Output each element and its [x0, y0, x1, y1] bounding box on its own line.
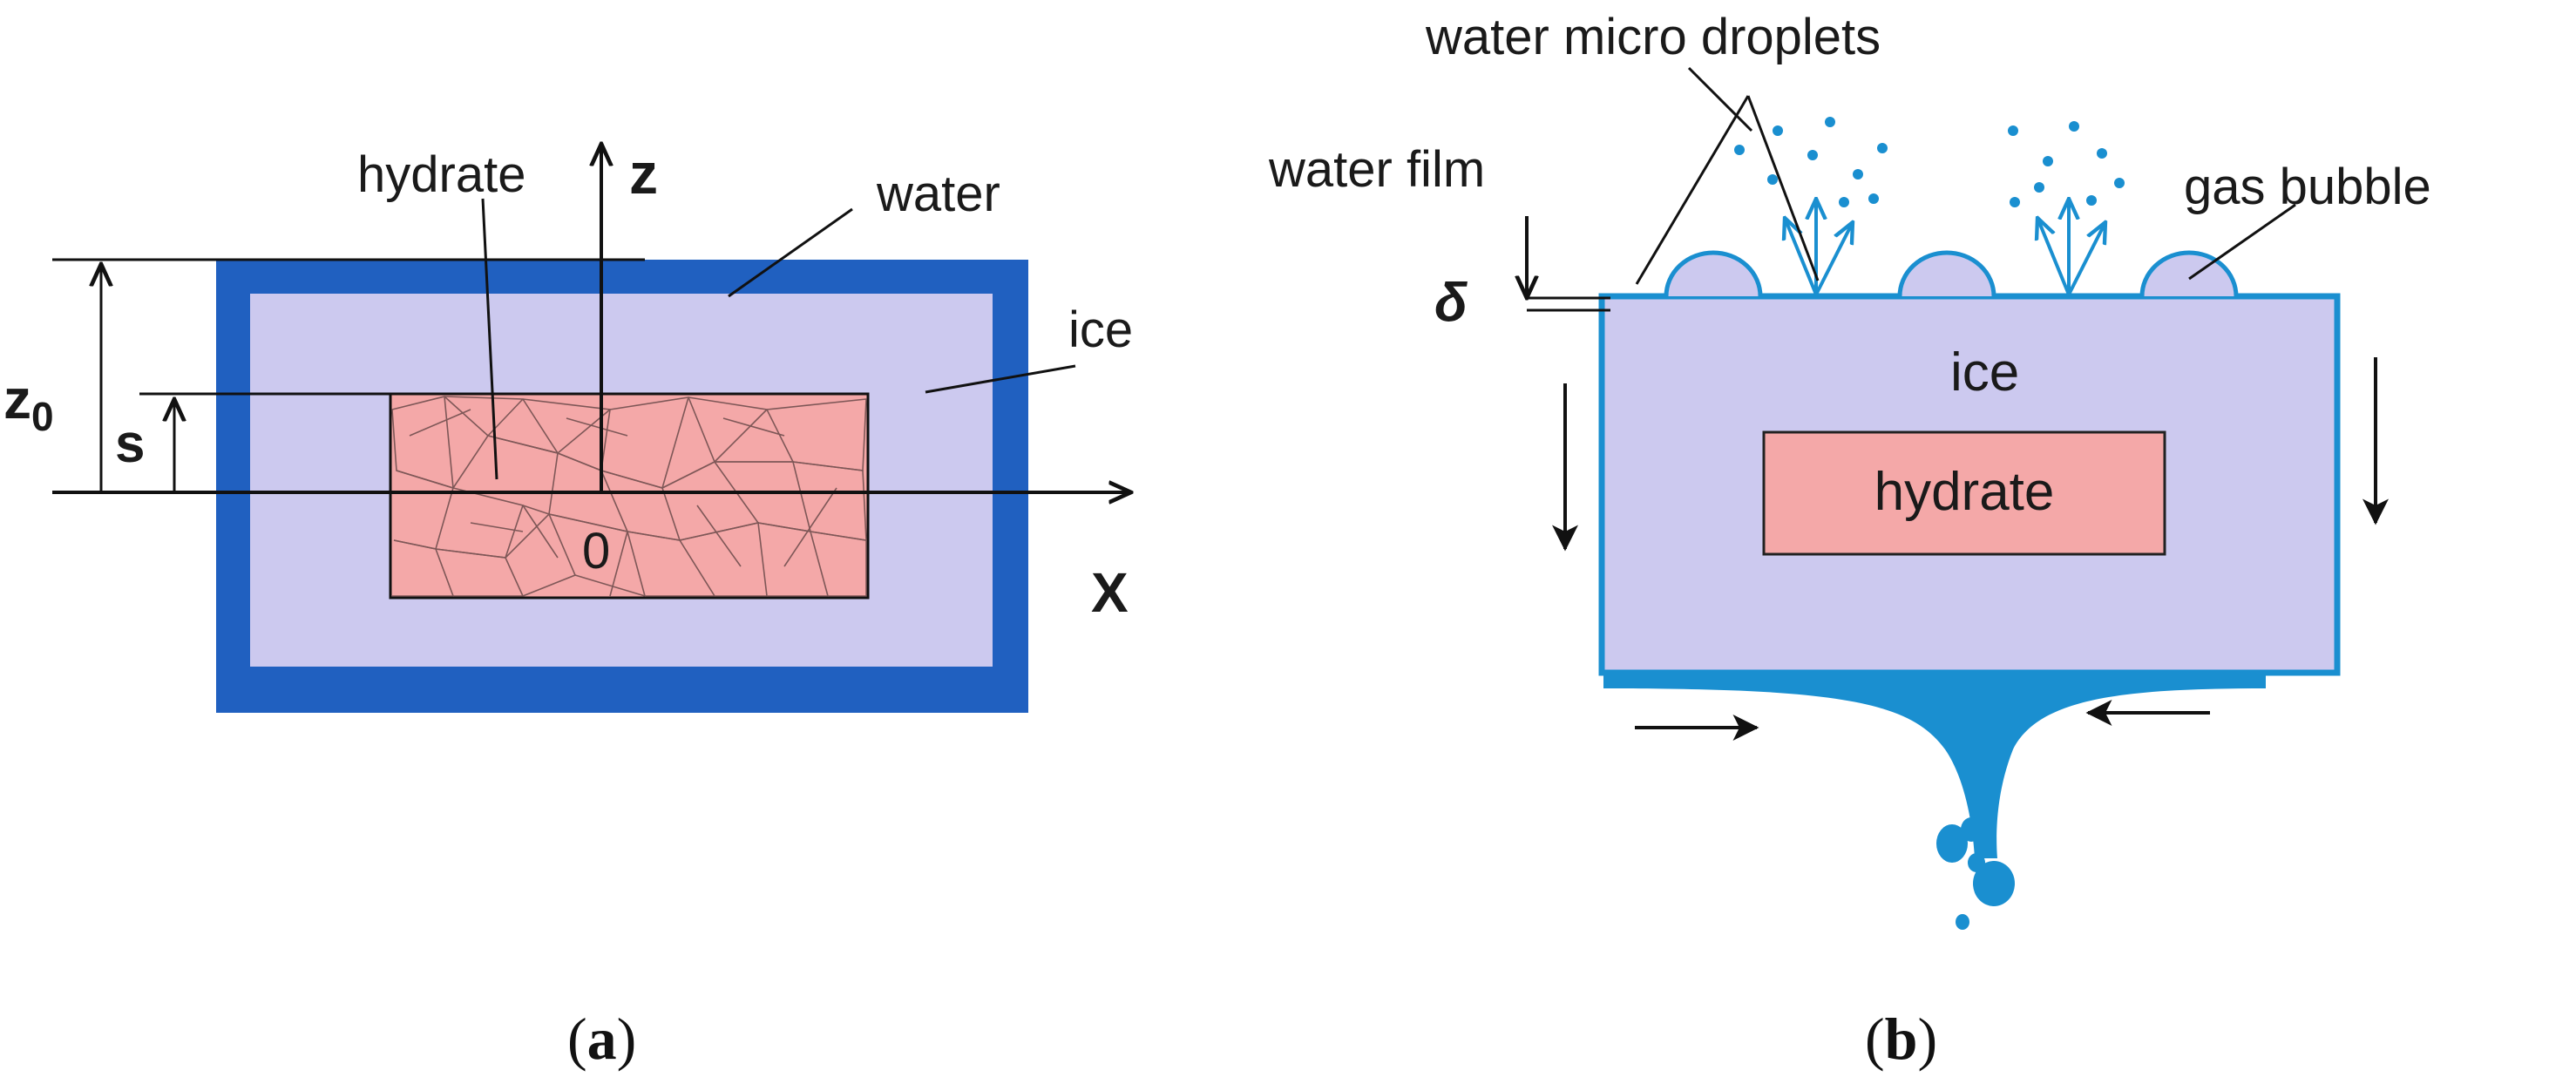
water-micro-droplets-label: water micro droplets: [1425, 9, 1881, 65]
hydrate-core-a: [389, 392, 870, 600]
gas-bubble: [1664, 250, 1763, 297]
ice-label-a: ice: [1068, 301, 1133, 358]
hydrate-label-a: hydrate: [357, 146, 525, 203]
z0-label: z0: [3, 368, 54, 439]
gas-bubble: [1897, 250, 1996, 297]
ice-leader: [925, 364, 1076, 394]
hydrate-label-b: hydrate: [1874, 462, 2055, 522]
water-film-leader-2: [1746, 95, 1820, 281]
water-leader: [728, 207, 853, 298]
panel-a: hydrate z water ice 0 X z0 s (a): [3, 141, 1133, 1072]
droplet-arrows: [1785, 199, 2105, 295]
gas-bubble-leader: [2188, 203, 2296, 281]
delta-label: δ: [1434, 273, 1468, 333]
x-axis-label: X: [1091, 561, 1129, 624]
gas-bubbles: [1664, 250, 2239, 297]
gas-bubbles-released: [1936, 817, 2015, 930]
caption-a-letter: a: [587, 1006, 617, 1072]
z0-label-main: z: [3, 368, 31, 430]
origin-label: 0: [582, 523, 610, 579]
water-micro-droplets: [1734, 117, 2125, 207]
micro-droplets-leader: [1687, 66, 1753, 132]
gas-bubble-label: gas bubble: [2184, 159, 2431, 215]
z0-label-sub: 0: [31, 394, 54, 439]
water-film-label: water film: [1268, 141, 1485, 198]
water-label-a: water: [876, 166, 1000, 222]
panel-b: water micro droplets water film gas bubb…: [1268, 9, 2431, 1072]
z-axis-label: z: [629, 141, 658, 206]
hydrate-core-b: [1762, 430, 2166, 556]
water-outflow-drip: [1603, 671, 2266, 858]
caption-a: (a): [567, 1006, 636, 1072]
hydrate-leader: [481, 198, 498, 480]
gas-bubble: [2139, 250, 2239, 297]
caption-b: (b): [1865, 1006, 1937, 1072]
ice-label-b: ice: [1950, 342, 2019, 403]
s-label: s: [115, 414, 145, 474]
caption-b-letter: b: [1885, 1006, 1918, 1072]
water-film-leader-1: [1635, 95, 1750, 285]
